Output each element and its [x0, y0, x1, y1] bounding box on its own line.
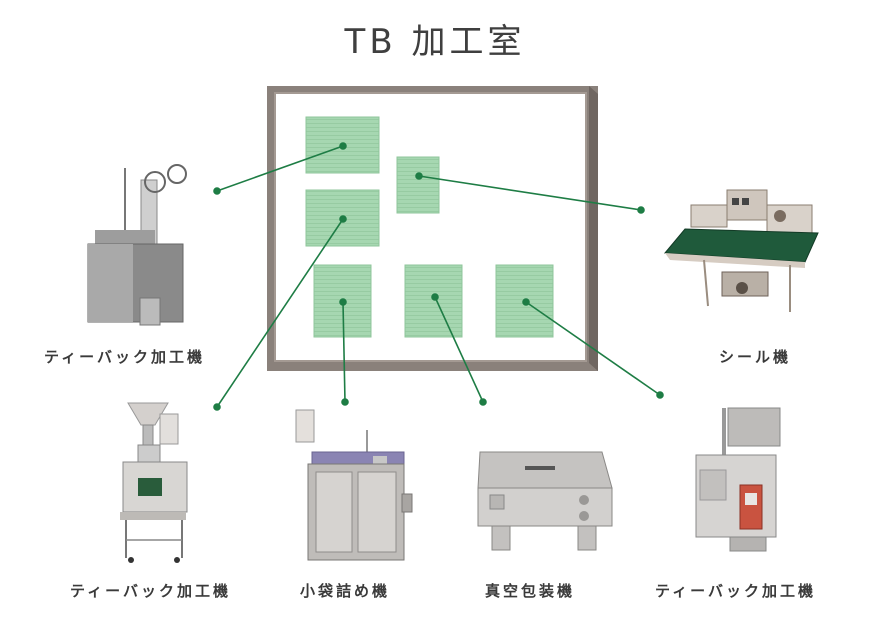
- connector-dot: [522, 298, 530, 306]
- connector-dot: [339, 215, 347, 223]
- connector-teabag-2: [216, 218, 344, 408]
- connector-dot: [341, 398, 349, 406]
- connector-teabag-3: [525, 301, 661, 396]
- connector-lines: [213, 142, 664, 411]
- zone-seal[interactable]: [396, 156, 440, 214]
- connector-dot: [213, 187, 221, 195]
- connector-sachet: [342, 301, 346, 403]
- connector-dot: [656, 391, 664, 399]
- connector-seal: [418, 175, 642, 211]
- room-wall-shadow: [589, 86, 598, 371]
- label-teabag-machine-3: ティーバック加工機: [655, 582, 816, 600]
- vacuum-packaging-machine-icon[interactable]: [477, 451, 613, 551]
- zone-vacuum[interactable]: [404, 264, 463, 338]
- connector-dot: [339, 142, 347, 150]
- connector-teabag-1: [216, 145, 344, 192]
- connector-dot: [415, 172, 423, 180]
- connector-dot: [339, 298, 347, 306]
- seal-machine-icon[interactable]: [663, 189, 819, 312]
- teabag-machine-icon[interactable]: [120, 402, 188, 563]
- teabag-machine-icon[interactable]: [87, 164, 187, 326]
- connector-dot: [479, 398, 487, 406]
- connector-dot: [431, 293, 439, 301]
- connector-dot: [213, 403, 221, 411]
- page-title: TB 加工室: [344, 22, 526, 62]
- label-sachet-machine: 小袋詰め機: [299, 582, 390, 600]
- label-vacuum-machine: 真空包装機: [484, 582, 575, 600]
- connector-vacuum: [434, 296, 484, 403]
- sachet-filling-machine-icon[interactable]: [295, 409, 413, 561]
- label-teabag-machine-1: ティーバック加工機: [44, 348, 205, 366]
- label-seal-machine: シール機: [718, 348, 791, 366]
- connector-dot: [637, 206, 645, 214]
- zone-teabag-2[interactable]: [305, 189, 380, 247]
- label-teabag-machine-2: ティーバック加工機: [70, 582, 231, 600]
- teabag-machine-icon[interactable]: [695, 407, 781, 552]
